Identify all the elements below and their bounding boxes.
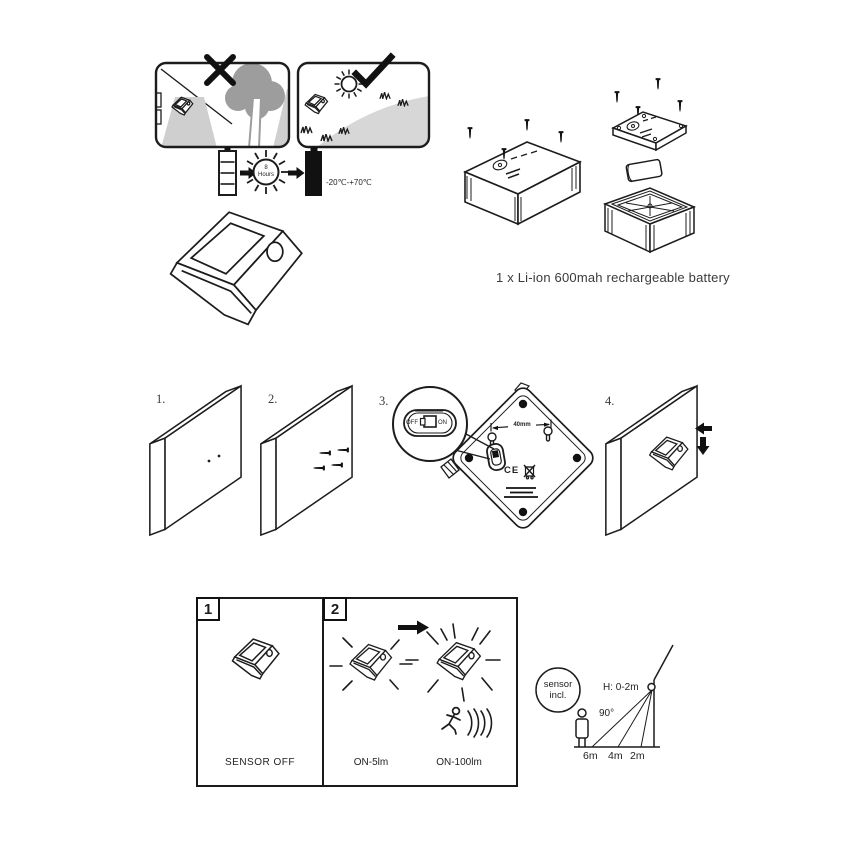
switch-on-label: ON [438, 420, 447, 426]
arrow-right-bold-icon [398, 620, 429, 635]
switch-magnifier [392, 386, 468, 462]
grass-icon [379, 92, 391, 100]
sensor-incl-badge [535, 667, 581, 713]
step1-wall-drawing [149, 385, 242, 536]
height-range-label: H: 0-2m [603, 682, 639, 693]
sun-icon [244, 150, 288, 194]
product-3d-drawing [169, 211, 303, 326]
distance-2m-label: 2m [630, 750, 645, 762]
screw-icon [558, 131, 564, 144]
step-1-label: 1. [156, 392, 166, 406]
modes-panel-frame [196, 597, 518, 787]
high-glow-rays-icon [405, 623, 501, 702]
detection-angle-label: 90° [599, 708, 615, 719]
mode-panel-1-number: 1 [196, 597, 220, 621]
switch-off-label: OFF [406, 420, 418, 426]
exploded-view-drawing [602, 78, 696, 254]
screw-icon [614, 91, 620, 104]
panel-1-number-text: 1 [203, 600, 213, 618]
step3-back-panel-drawing [392, 382, 594, 529]
running-person-icon [441, 706, 461, 735]
distance-6m-label: 6m [583, 750, 598, 762]
step2-wall-drawing [260, 385, 353, 536]
panel-2-number-text: 2 [330, 600, 340, 618]
mode-illustrations [231, 620, 501, 738]
sun-icon [334, 69, 364, 99]
step-2-label: 2. [268, 392, 278, 406]
sensor-incl-line1: sensor [543, 679, 573, 690]
step-4-label: 4. [605, 394, 615, 408]
tree-icon [225, 63, 285, 147]
low-glow-rays-icon [329, 637, 413, 691]
assembled-box-drawing [463, 119, 582, 226]
slider-knob-icon [419, 415, 437, 428]
battery-cell-icon [625, 158, 663, 183]
step-3-label: 3. [379, 394, 389, 408]
screw-icon [677, 100, 683, 113]
sensor-off-label: SENSOR OFF [224, 757, 295, 768]
battery-note: 1 x Li-ion 600mah rechargeable battery [496, 270, 730, 285]
screw-icon [467, 127, 473, 140]
screw-icon [655, 78, 661, 91]
wrong-placement-panel [154, 54, 291, 149]
temperature-range-label: -20℃-+70℃ [326, 178, 372, 187]
charge-hours-unit: Hours [257, 171, 274, 178]
ce-mark-label: CE [504, 465, 520, 476]
wall-sensor-icon [647, 682, 656, 692]
correct-placement-panel [296, 52, 431, 149]
on-100lm-label: ON-100lm [436, 757, 482, 768]
screw-icon [524, 119, 530, 132]
empty-battery-icon [218, 147, 237, 196]
check-mark-icon [351, 52, 396, 89]
power-switch-icon [486, 443, 506, 471]
on-5lm-label: ON-5lm [353, 757, 389, 768]
hole-distance-label: 40mm [508, 422, 536, 428]
arrow-right-icon [288, 167, 305, 179]
sensor-incl-label: sensor incl. [536, 679, 580, 701]
charge-hours-label: 8 Hours [252, 165, 280, 179]
grass-icon [300, 126, 313, 134]
charging-diagram [218, 147, 322, 196]
charge-hours-value: 8 [264, 165, 268, 171]
step4-wall-drawing [605, 385, 712, 536]
person-icon [575, 708, 589, 747]
arrow-right-icon [240, 167, 257, 179]
x-mark-icon [204, 54, 236, 86]
arrow-down-icon [696, 437, 710, 455]
motion-waves-icon [467, 708, 493, 738]
range-diagram [535, 644, 674, 748]
mode-panel-2-number: 2 [323, 597, 347, 621]
arrow-left-icon [695, 422, 712, 435]
distance-4m-label: 4m [608, 750, 623, 762]
full-battery-icon [305, 147, 322, 196]
sensor-incl-line2: incl. [549, 690, 567, 702]
weee-icon [523, 464, 536, 480]
modes-panel-divider [322, 597, 324, 787]
device-icon [304, 93, 329, 115]
